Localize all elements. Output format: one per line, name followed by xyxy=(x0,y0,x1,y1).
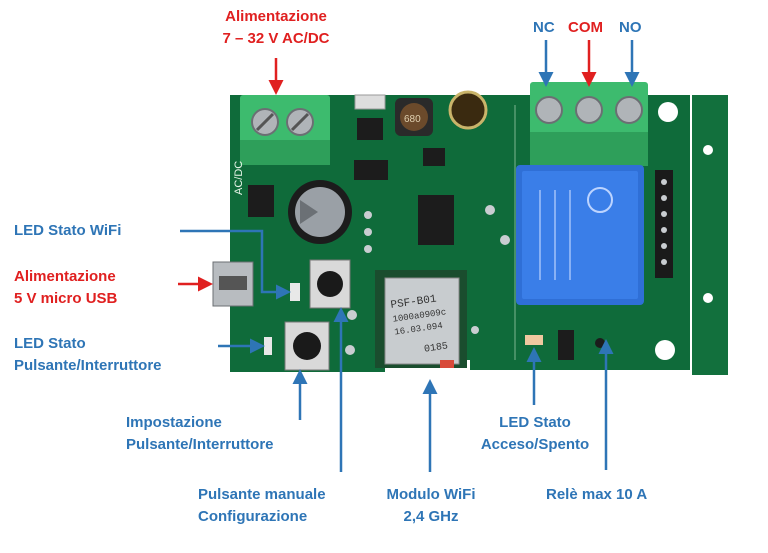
label-led-onoff: LED Stato Acceso/Spento xyxy=(460,412,610,456)
inductor-label: 680 xyxy=(404,114,421,125)
led-wifi xyxy=(290,283,300,301)
label-power-acdc-line2: 7 – 32 V AC/DC xyxy=(222,30,330,47)
wifi-module: PSF-B01 1000a0909c 16.03.094 0185 xyxy=(375,270,467,368)
label-wifi-module: Modulo WiFi 2,4 GHz xyxy=(366,484,496,528)
label-manual-button: Pulsante manuale Configurazione xyxy=(198,484,326,528)
label-power-usb-line2: 5 V micro USB xyxy=(14,290,118,307)
relay xyxy=(516,165,644,305)
label-manual-button-line1: Pulsante manuale xyxy=(198,486,326,503)
label-power-acdc: Alimentazione 7 – 32 V AC/DC xyxy=(190,6,362,50)
silk-acdc: AC/DC xyxy=(233,161,245,195)
label-setting-line2: Pulsante/Interruttore xyxy=(126,436,274,453)
label-power-usb: Alimentazione 5 V micro USB xyxy=(14,266,117,310)
label-setting: Impostazione Pulsante/Interruttore xyxy=(126,412,274,456)
label-led-onoff-line1: LED Stato xyxy=(499,414,571,431)
label-power-acdc-line1: Alimentazione xyxy=(225,8,327,25)
label-power-usb-line1: Alimentazione xyxy=(14,268,116,285)
tactile-button-manual xyxy=(309,259,351,309)
label-manual-button-line2: Configurazione xyxy=(198,508,308,525)
inductor: 680 xyxy=(395,98,433,136)
led-onoff xyxy=(525,335,543,345)
terminal-block-acdc xyxy=(240,95,330,165)
tactile-button-setting xyxy=(284,321,330,371)
module-text-4: 0185 xyxy=(423,341,448,355)
label-relay: Relè max 10 A xyxy=(546,486,648,503)
label-wifi-module-line1: Modulo WiFi xyxy=(386,486,476,503)
label-led-button-line1: LED Stato xyxy=(14,335,86,352)
arrow-led-wifi xyxy=(180,229,291,300)
label-led-button: LED Stato Pulsante/Interruttore xyxy=(14,333,162,377)
led-button xyxy=(264,337,272,355)
label-wifi-module-line2: 2,4 GHz xyxy=(403,508,459,525)
label-led-wifi: LED Stato WiFi xyxy=(14,222,122,239)
label-com: COM xyxy=(568,19,603,36)
label-no: NO xyxy=(619,19,642,36)
label-led-onoff-line2: Acceso/Spento xyxy=(480,436,590,453)
capacitor xyxy=(288,180,352,244)
label-led-button-line2: Pulsante/Interruttore xyxy=(14,357,162,374)
terminal-block-relay xyxy=(530,82,648,166)
pcb-strip xyxy=(692,95,728,375)
label-nc: NC xyxy=(533,19,555,36)
label-setting-line1: Impostazione xyxy=(126,414,222,431)
